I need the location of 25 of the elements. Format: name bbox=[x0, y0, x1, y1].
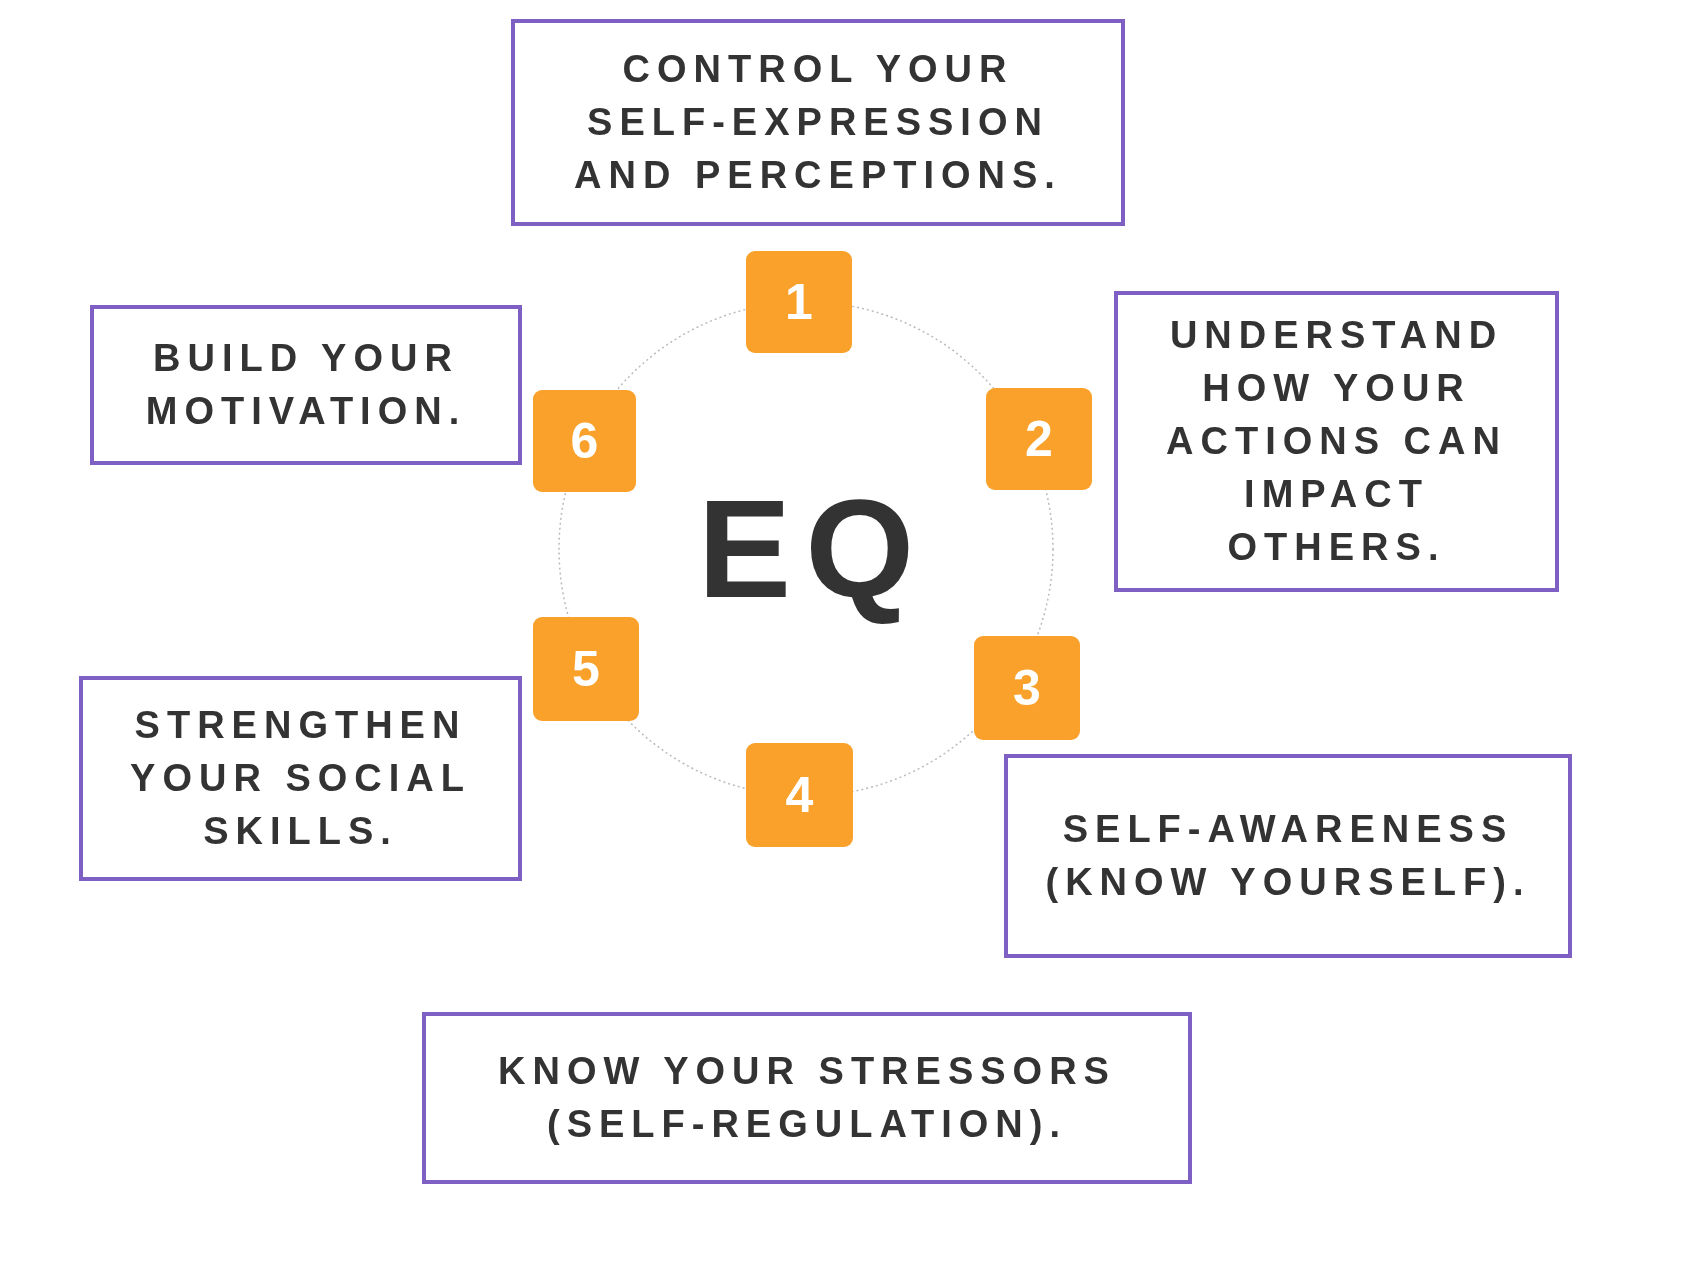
number-badge bbox=[746, 251, 852, 353]
badge-number: 5 bbox=[572, 640, 600, 698]
tip-box bbox=[511, 19, 1125, 226]
badge-number: 1 bbox=[785, 273, 813, 331]
badge-number: 4 bbox=[785, 766, 814, 824]
tip-text: STRENGTHEN YOUR SOCIAL SKILLS. bbox=[129, 702, 472, 855]
tip-box bbox=[1004, 754, 1572, 958]
badge-number: 3 bbox=[1013, 659, 1041, 717]
badge-number: 2 bbox=[1025, 410, 1053, 468]
tip-box bbox=[1114, 291, 1559, 592]
number-badge bbox=[974, 636, 1080, 740]
tip-text: SELF-AWARENESS (KNOW YOURSELF). bbox=[1044, 806, 1532, 905]
tip-text: BUILD YOUR MOTIVATION. bbox=[144, 335, 468, 434]
tip-box bbox=[422, 1012, 1192, 1184]
badge-number: 6 bbox=[570, 412, 599, 470]
tip-box bbox=[90, 305, 522, 465]
number-badge bbox=[533, 390, 636, 492]
tip-text: UNDERSTAND HOW YOUR ACTIONS CAN IMPACT OTHERS. bbox=[1165, 312, 1508, 571]
number-badge bbox=[746, 743, 853, 847]
tip-box bbox=[79, 676, 522, 881]
number-badge bbox=[986, 388, 1092, 490]
tip-text: CONTROL YOUR SELF-EXPRESSION AND PERCEPTIONS. bbox=[573, 46, 1063, 199]
tip-text: KNOW YOUR STRESSORS (SELF-REGULATION). bbox=[497, 1048, 1117, 1147]
number-badge bbox=[533, 617, 639, 721]
eq-label: EQ bbox=[697, 469, 929, 629]
